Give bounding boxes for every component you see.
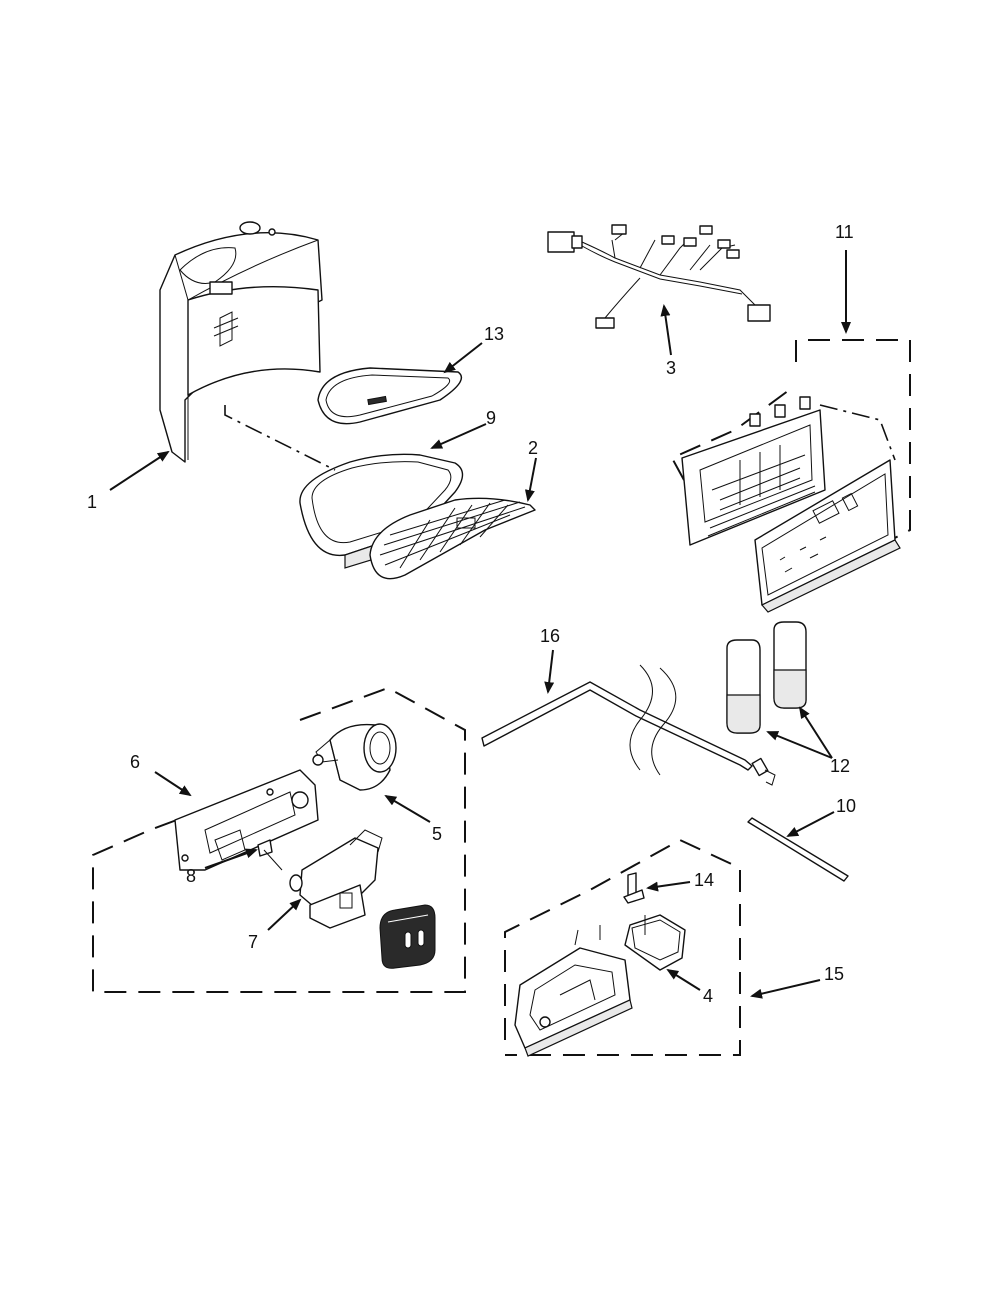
- paddle-button: [379, 904, 436, 969]
- part-15-housing-assembly: [504, 838, 741, 1057]
- callout-16: 16: [540, 626, 560, 646]
- callout-labels: 1 2 3 4 5 6 7 8 9 10 11 12 13 14 15 16: [87, 222, 856, 1006]
- callout-3: 3: [666, 358, 676, 378]
- part-4-cup: [624, 914, 686, 971]
- callout-15: 15: [824, 964, 844, 984]
- part-5-motor: [312, 723, 397, 791]
- callout-13: 13: [484, 324, 504, 344]
- part-10-rod: [747, 817, 849, 882]
- callout-6: 6: [130, 752, 140, 772]
- part-2-grille: [369, 497, 536, 580]
- part-7-solenoid: [289, 829, 383, 929]
- part-14-clip: [623, 872, 645, 904]
- part-1-dispenser-housing: [159, 221, 323, 463]
- part-6-actuator-assembly: [92, 686, 466, 993]
- callout-4: 4: [703, 986, 713, 1006]
- callout-2: 2: [528, 438, 538, 458]
- callout-1: 1: [87, 492, 97, 512]
- part-12-button-pads: [726, 621, 807, 734]
- part-13-gasket: [317, 367, 463, 425]
- part-16-tube: [481, 664, 776, 786]
- callout-7: 7: [248, 932, 258, 952]
- part-11-control-panel: [670, 339, 911, 613]
- callout-14: 14: [694, 870, 714, 890]
- leader-lines: [109, 250, 851, 999]
- callout-8: 8: [186, 866, 196, 886]
- part-3-wire-harness: [547, 224, 771, 329]
- callout-9: 9: [486, 408, 496, 428]
- part-8-screw: [257, 839, 283, 871]
- assembly-guide-line: [224, 405, 336, 471]
- callout-12: 12: [830, 756, 850, 776]
- callout-11: 11: [835, 222, 854, 242]
- callout-10: 10: [836, 796, 856, 816]
- callout-5: 5: [432, 824, 442, 844]
